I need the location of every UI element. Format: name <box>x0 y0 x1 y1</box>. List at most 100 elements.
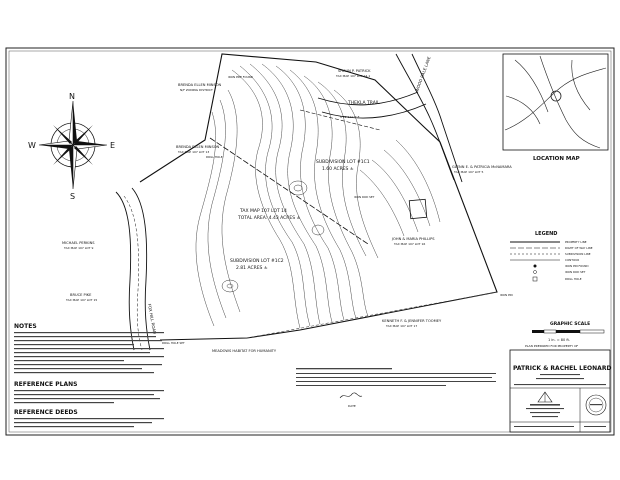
lot-1c1-label: SUBDIVISION LOT #1C1 <box>316 159 370 165</box>
location-map-roads <box>504 55 607 149</box>
text-line <box>14 348 164 350</box>
abutter-text: TAX MAP 107 LOT 16 <box>393 242 425 246</box>
title-block-frame <box>509 349 611 433</box>
location-map-title: LOCATION MAP <box>533 156 580 162</box>
text-line <box>14 352 150 354</box>
legend-entry: CONTOUR <box>565 258 579 262</box>
reference-plans-title: REFERENCE PLANS <box>14 381 77 388</box>
lot-1c1-area: 1.60 ACRES ± <box>322 166 354 172</box>
abutter-mid-left: BRENDA ELLEN MINSON <box>176 145 220 149</box>
abutter-right-far: GLENN E. & PATRICIA McNAMARA <box>452 165 512 169</box>
text-line <box>14 360 124 362</box>
legend-entry: IRON PIN FOUND <box>565 264 589 268</box>
text-line <box>14 368 142 370</box>
bearing-text: S 72°14'10" E <box>340 115 360 119</box>
bearing-text: DRILL HOLE SET <box>162 341 185 345</box>
owners-name: PATRICK & RACHEL LEONARD <box>513 365 611 372</box>
text-line <box>14 344 134 346</box>
lot-1c2-area: 2.81 ACRES ± <box>236 265 268 271</box>
bearing-text: IRON PIPE FOUND <box>228 75 253 79</box>
abutter-text: TAX MAP 107 LOT 17 <box>385 324 417 328</box>
left-road-label: FOX HILL ROAD <box>147 303 157 334</box>
reference-deeds-title: REFERENCE DEEDS <box>14 409 78 416</box>
text-line <box>540 374 580 376</box>
compass-w-label: W <box>28 141 36 150</box>
text-line <box>14 398 160 400</box>
graphic-scale: GRAPHIC SCALE 1 in. = 80 ft. <box>532 321 605 342</box>
text-line <box>14 332 164 334</box>
surveyor-stamp <box>585 394 607 416</box>
text-line <box>14 402 114 404</box>
bearing-text: IRON ROD SET <box>354 195 375 199</box>
road-left-curved <box>115 187 151 351</box>
bearing-text: DRILL HOLE <box>206 155 223 159</box>
parcel-boundary <box>139 53 498 341</box>
title-block: PLAN PREPARED FOR PROPERTY OF PATRICK & … <box>509 344 611 433</box>
text-line <box>296 385 446 386</box>
drawing-border-inner <box>8 50 612 433</box>
abutter-right: JOHN & MARIA PHILLIPS <box>391 237 435 241</box>
dashed-easement <box>246 291 498 339</box>
notes-title: NOTES <box>14 323 37 330</box>
legend-entry: SUBDIVISION LINE <box>565 252 591 256</box>
bearing-labels: IRON PIPE FOUND DRILL HOLE IRON ROD SET … <box>162 75 513 345</box>
legend: LEGEND PROPERTY LINE RIGHT OF WAY LINE S… <box>510 231 593 282</box>
text-line <box>14 418 164 420</box>
abutter-bottom-right: KENNETH F. & JENNIFER TOOMEY <box>382 319 442 323</box>
legend-swatch <box>533 270 537 274</box>
surveyor-logo-icon <box>526 391 564 418</box>
road-name-label: THEKLA TRAIL <box>347 100 380 106</box>
scale-bar-segment <box>543 329 557 334</box>
legend-entry: DRILL HOLE <box>565 277 582 281</box>
lot-1c2-label: SUBDIVISION LOT #1C2 <box>230 258 284 264</box>
text-line <box>14 336 156 338</box>
notes-block: NOTES REFERENCE PLANS REFERENCE DEEDS <box>14 323 164 428</box>
text-line <box>296 381 496 382</box>
abutter-top-right: SHAUN P. PATRICK <box>338 69 371 73</box>
scale-bar-segment <box>556 330 580 333</box>
signature-stroke <box>339 392 363 399</box>
text-line <box>14 394 154 396</box>
abutter-text: TAX MAP 107 LOT 15 <box>65 298 97 302</box>
abutter-labels: BRENDA ELLEN MINSON N/F ZONING DISTRICT … <box>62 69 512 353</box>
legend-title: LEGEND <box>535 231 557 237</box>
abutter-text: TAX MAP 107 LOT 14-1 <box>335 74 370 78</box>
road-thekla-trail <box>317 53 463 183</box>
text-line <box>514 426 574 427</box>
structure-footprint <box>408 198 428 220</box>
legend-entry: IRON ROD SET <box>565 270 586 274</box>
certification-block <box>296 368 496 386</box>
text-line <box>14 390 164 392</box>
abutter-top-left: BRENDA ELLEN MINSON <box>178 83 222 87</box>
text-line <box>14 356 164 358</box>
text-line <box>14 372 154 374</box>
scale-bar-segment <box>579 329 605 334</box>
compass-n-label: N <box>69 92 75 101</box>
knolls <box>221 180 325 293</box>
signature: DATE <box>339 392 363 408</box>
tax-map-label: TAX MAP 107 LOT 14 <box>239 208 287 214</box>
legend-swatch <box>533 264 537 268</box>
legend-entry: PROPERTY LINE <box>565 240 587 244</box>
abutter-text: TAX MAP 107 LOT 5 <box>453 170 483 174</box>
abutter-text: TAX MAP 107 LOT 9 <box>63 246 93 250</box>
text-line <box>14 340 162 342</box>
abutter-text: TAX MAP 107 LOT 13 <box>177 150 209 154</box>
text-line <box>296 368 392 370</box>
subdivision-line-2 <box>299 109 381 131</box>
bearing-text: IRON PIN <box>500 293 513 297</box>
text-line <box>584 426 606 427</box>
legend-swatch <box>532 276 538 282</box>
compass-s-label: S <box>70 192 75 201</box>
scale-bar-segment <box>532 330 544 333</box>
text-line <box>536 378 584 380</box>
abutter-text: N/F ZONING DISTRICT <box>180 88 213 92</box>
scale-note: 1 in. = 80 ft. <box>548 338 570 342</box>
text-line <box>514 384 606 386</box>
prepared-for-label: PLAN PREPARED FOR PROPERTY OF <box>525 344 578 348</box>
location-map-frame <box>502 53 609 151</box>
text-line <box>14 364 162 366</box>
drawing-border <box>5 47 615 436</box>
total-area-label: TOTAL AREA: 4.43 ACRES ± <box>237 215 301 221</box>
